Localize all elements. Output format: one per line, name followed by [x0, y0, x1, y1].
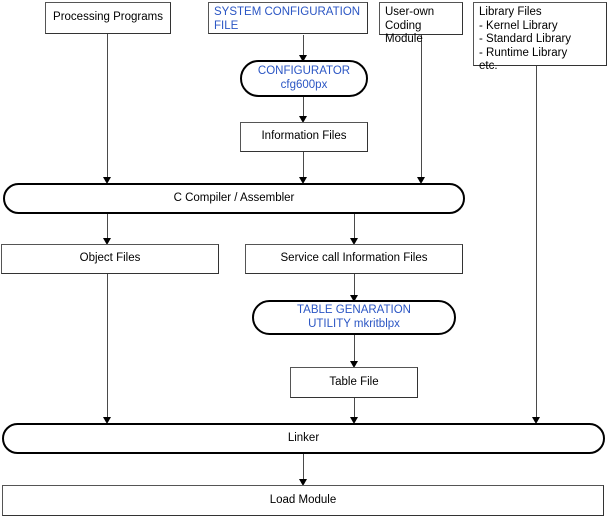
edge-linker-to-load-module	[303, 453, 304, 480]
node-linker[interactable]: Linker	[2, 423, 605, 454]
node-load-module-label: Load Module	[269, 493, 337, 506]
node-library-files-label: Library Files - Kernel Library - Standar…	[479, 6, 572, 73]
node-information-files[interactable]: Information Files	[240, 122, 368, 152]
node-processing-programs-label: Processing Programs	[53, 11, 163, 24]
arrowhead-configurator-to-information-files	[299, 116, 307, 123]
arrowhead-linker-to-load-module	[299, 479, 307, 486]
node-user-own-coding-module[interactable]: User-own Coding Module	[379, 2, 463, 45]
node-table-generation-utility-label: TABLE GENARATION UTILITY mkritblpx	[297, 303, 411, 330]
node-processing-programs[interactable]: Processing Programs	[45, 2, 171, 34]
edge-library-files-to-linker	[536, 66, 537, 418]
node-c-compiler-assembler-label: C Compiler / Assembler	[173, 191, 295, 204]
node-system-configuration-file-label: SYSTEM CONFIGURATION FILE	[214, 6, 361, 32]
edge-c-compiler-to-object-files	[107, 213, 108, 239]
node-service-call-information-files-label: Service call Information Files	[280, 252, 428, 265]
node-table-generation-utility[interactable]: TABLE GENARATION UTILITY mkritblpx	[252, 300, 456, 335]
arrowhead-user-own-module-to-c-compiler	[417, 177, 425, 184]
node-library-files[interactable]: Library Files - Kernel Library - Standar…	[473, 2, 607, 72]
arrowhead-object-files-to-linker	[103, 417, 111, 424]
edge-user-own-module-to-c-compiler	[421, 35, 422, 178]
edge-table-file-to-linker	[354, 397, 355, 418]
arrowhead-processing-programs-to-c-compiler	[103, 177, 111, 184]
arrowhead-table-file-to-linker	[350, 417, 358, 424]
arrowhead-library-files-to-linker	[532, 417, 540, 424]
edge-sysconfig-to-configurator	[303, 35, 304, 57]
edge-processing-programs-to-c-compiler	[107, 33, 108, 178]
arrowhead-information-files-to-c-compiler	[299, 177, 307, 184]
node-object-files[interactable]: Object Files	[1, 244, 219, 274]
node-table-file-label: Table File	[329, 375, 379, 388]
arrowhead-service-call-files-to-table-utility	[350, 295, 358, 302]
edge-information-files-to-c-compiler	[303, 152, 304, 178]
edge-object-files-to-linker	[107, 273, 108, 418]
node-load-module[interactable]: Load Module	[2, 485, 604, 516]
node-linker-label: Linker	[287, 431, 320, 444]
arrowhead-sysconfig-to-configurator	[299, 55, 307, 62]
edge-c-compiler-to-service-call-files	[354, 213, 355, 239]
node-system-configuration-file[interactable]: SYSTEM CONFIGURATION FILE	[208, 2, 368, 34]
node-information-files-label: Information Files	[261, 130, 347, 143]
node-configurator-label: CONFIGURATOR cfg600px	[257, 64, 351, 91]
node-c-compiler-assembler[interactable]: C Compiler / Assembler	[3, 183, 465, 214]
arrowhead-c-compiler-to-object-files	[103, 238, 111, 245]
node-table-file[interactable]: Table File	[290, 367, 418, 398]
edge-service-call-files-to-table-utility	[354, 273, 355, 297]
arrowhead-table-utility-to-table-file	[350, 361, 358, 368]
node-configurator[interactable]: CONFIGURATOR cfg600px	[240, 60, 368, 97]
node-object-files-label: Object Files	[79, 252, 141, 265]
edge-configurator-to-information-files	[303, 97, 304, 119]
node-service-call-information-files[interactable]: Service call Information Files	[245, 244, 463, 274]
edge-table-utility-to-table-file	[354, 334, 355, 362]
arrowhead-c-compiler-to-service-call-files	[350, 238, 358, 245]
node-user-own-coding-module-label: User-own Coding Module	[385, 6, 435, 46]
